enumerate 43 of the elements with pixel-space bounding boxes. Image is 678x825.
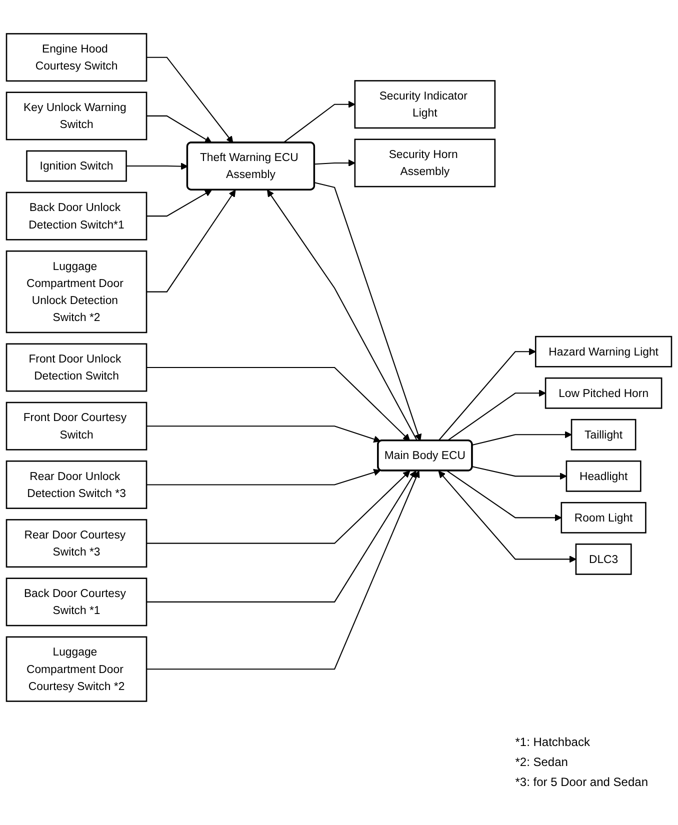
- node-box: Hazard Warning Light: [534, 336, 672, 368]
- arrow: [146, 56, 234, 144]
- arrow: [146, 470, 410, 544]
- arrow: [146, 366, 410, 442]
- footnote: *1: Hatchback: [515, 735, 591, 749]
- arrow: [282, 100, 356, 144]
- arrow: [472, 431, 572, 446]
- arrow: [146, 468, 381, 486]
- arrow: [126, 162, 188, 170]
- node-box: Front Door Unlock Detection Switch: [6, 343, 148, 392]
- arrow: [314, 159, 356, 167]
- node-box: Rear Door Unlock Detection Switch *3: [6, 460, 148, 509]
- arrow: [438, 470, 576, 563]
- footnote: *3: for 5 Door and Sedan: [515, 775, 648, 789]
- node-box: Engine Hood Courtesy Switch: [6, 33, 148, 82]
- node-box: Security Horn Assembly: [354, 138, 496, 188]
- arrow: [146, 115, 212, 144]
- arrow: [446, 470, 562, 522]
- arrow: [146, 190, 236, 292]
- arrow: [472, 466, 567, 480]
- node-box: Rear Door Courtesy Switch *3: [6, 519, 148, 568]
- node-box: Room Light: [560, 502, 646, 534]
- node-box: Front Door Courtesy Switch: [6, 402, 148, 450]
- arrow: [146, 470, 416, 602]
- node-box: Ignition Switch: [26, 150, 127, 182]
- node-box: Taillight: [570, 418, 636, 450]
- node-box: Security Indicator Light: [354, 80, 496, 129]
- node-box: Back Door Courtesy Switch *1: [6, 578, 148, 626]
- arrow: [438, 348, 536, 442]
- node-box: DLC3: [575, 544, 632, 575]
- arrow: [267, 190, 418, 442]
- node-box: Back Door Unlock Detection Switch*1: [6, 192, 148, 240]
- arrow: [146, 470, 420, 670]
- node-box: Luggage Compartment Door Unlock Detection Switch *2: [6, 250, 148, 334]
- arrow: [146, 190, 212, 217]
- arrow: [446, 390, 546, 442]
- node-box: Low Pitched Horn: [544, 377, 662, 409]
- node-box: Luggage Compartment Door Courtesy Switch *2: [6, 636, 148, 702]
- node-box: Headlight: [566, 460, 642, 492]
- node-box: Key Unlock Warning Switch: [6, 92, 148, 140]
- arrow: [314, 182, 422, 442]
- footnote: *2: Sedan: [515, 755, 569, 769]
- arrow: [146, 426, 381, 443]
